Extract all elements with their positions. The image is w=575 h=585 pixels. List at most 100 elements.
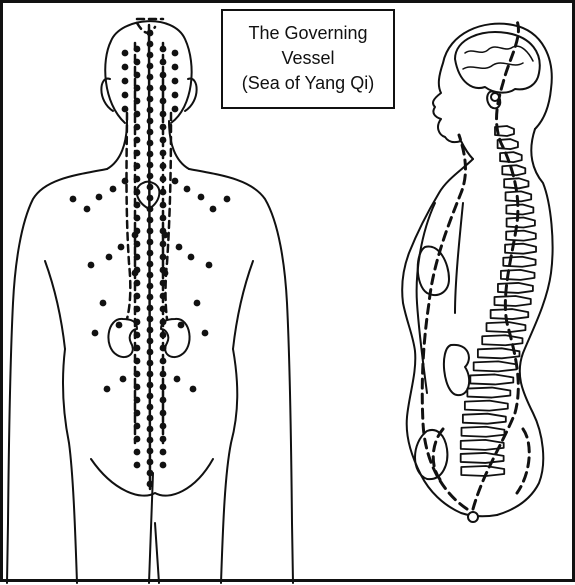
acupoint-dot: [147, 393, 154, 400]
acupoint-dot: [134, 176, 141, 183]
back-left-kidney: [108, 319, 137, 357]
acupoint-dot: [147, 206, 154, 213]
acupoint-dot: [210, 206, 217, 213]
back-right-kidney: [161, 319, 190, 357]
acupoint-dot: [190, 386, 197, 393]
acupoint-dot: [202, 330, 209, 337]
acupoint-dot: [160, 410, 167, 417]
vertebra: [461, 427, 504, 437]
acupoint-dot: [174, 376, 181, 383]
acupoint-dot: [160, 254, 167, 261]
back-right-shoulder: [189, 169, 293, 583]
acupoint-dot: [160, 98, 167, 105]
back-neck-left: [107, 121, 127, 169]
vertebra: [507, 218, 535, 228]
acupoint-dot: [147, 41, 154, 48]
acupoint-dot: [147, 162, 154, 169]
acupoint-dot: [176, 244, 183, 251]
acupoint-dot: [134, 189, 141, 196]
acupoint-dot: [134, 163, 141, 170]
acupoint-dot: [147, 371, 154, 378]
vertebra: [498, 283, 533, 293]
acupoint-dot: [134, 98, 141, 105]
acupoint-dot: [147, 294, 154, 301]
acupoint-dot: [147, 415, 154, 422]
acupoint-dot: [160, 332, 167, 339]
acupoint-dot: [198, 194, 205, 201]
acupoint-dot: [147, 404, 154, 411]
acupoint-dot: [160, 241, 167, 248]
acupoint-dot: [147, 272, 154, 279]
acupoint-dot: [147, 338, 154, 345]
side-perineum-point: [468, 512, 478, 522]
acupoint-dot: [160, 371, 167, 378]
side-neck-point: [491, 93, 499, 101]
acupoint-dot: [96, 194, 103, 201]
acupoint-dot: [134, 332, 141, 339]
acupoint-dot: [134, 449, 141, 456]
acupoint-dot: [160, 163, 167, 170]
vertebra: [494, 296, 530, 306]
vertebra: [482, 335, 522, 345]
acupoint-dot: [134, 462, 141, 469]
acupoint-dot: [172, 178, 179, 185]
acupoint-dot: [70, 196, 77, 203]
acupoint-dot: [162, 270, 169, 277]
title-line-1: The Governing: [223, 21, 393, 46]
side-kidney: [444, 345, 469, 395]
acupoint-dot: [188, 254, 195, 261]
vertebra: [461, 453, 504, 463]
acupoint-dot: [160, 462, 167, 469]
vertebra: [461, 466, 504, 476]
acupoint-dot: [147, 305, 154, 312]
vertebra: [474, 361, 517, 371]
acupoint-dot: [160, 150, 167, 157]
acupoint-dot: [100, 300, 107, 307]
acupoint-dot: [147, 470, 154, 477]
acupoint-dot: [147, 151, 154, 158]
acupoint-dot: [147, 195, 154, 202]
acupoint-dot: [116, 322, 123, 329]
vertebra: [505, 244, 536, 254]
back-left-waist: [63, 349, 77, 583]
vertebra: [470, 374, 513, 384]
acupoint-dot: [118, 244, 125, 251]
acupoint-dot: [160, 215, 167, 222]
acupoint-dot: [194, 300, 201, 307]
acupoint-dot: [122, 64, 129, 71]
back-left-shoulder: [7, 169, 107, 583]
acupoint-dot: [147, 228, 154, 235]
acupoint-dot: [160, 319, 167, 326]
acupoint-dot: [147, 74, 154, 81]
acupoint-dot: [147, 327, 154, 334]
acupoint-dot: [134, 319, 141, 326]
vertebra: [503, 257, 535, 267]
acupoint-dot: [162, 232, 169, 239]
vertebra: [463, 414, 506, 424]
acupoint-dot: [147, 261, 154, 268]
acupoint-dot: [134, 85, 141, 92]
acupoint-dot: [134, 371, 141, 378]
acupoint-dot: [172, 106, 179, 113]
acupoint-dot: [134, 59, 141, 66]
acupoint-dot: [134, 293, 141, 300]
acupoint-dot: [147, 63, 154, 70]
acupoint-dot: [92, 330, 99, 337]
acupoint-dot: [172, 64, 179, 71]
acupoint-dot: [134, 241, 141, 248]
acupoint-dot: [147, 426, 154, 433]
acupoint-dot: [160, 59, 167, 66]
acupoint-dot: [160, 72, 167, 79]
acupoint-dot: [104, 386, 111, 393]
acupoint-dot: [122, 92, 129, 99]
acupoint-dot: [160, 358, 167, 365]
acupoint-dot: [120, 376, 127, 383]
acupoint-dot: [84, 206, 91, 213]
acupoint-dot: [134, 254, 141, 261]
acupoint-dot: [172, 92, 179, 99]
acupoint-dot: [160, 202, 167, 209]
side-brain: [455, 32, 540, 92]
vertebra: [506, 204, 533, 214]
acupoint-dot: [172, 78, 179, 85]
acupoint-dot: [122, 178, 129, 185]
